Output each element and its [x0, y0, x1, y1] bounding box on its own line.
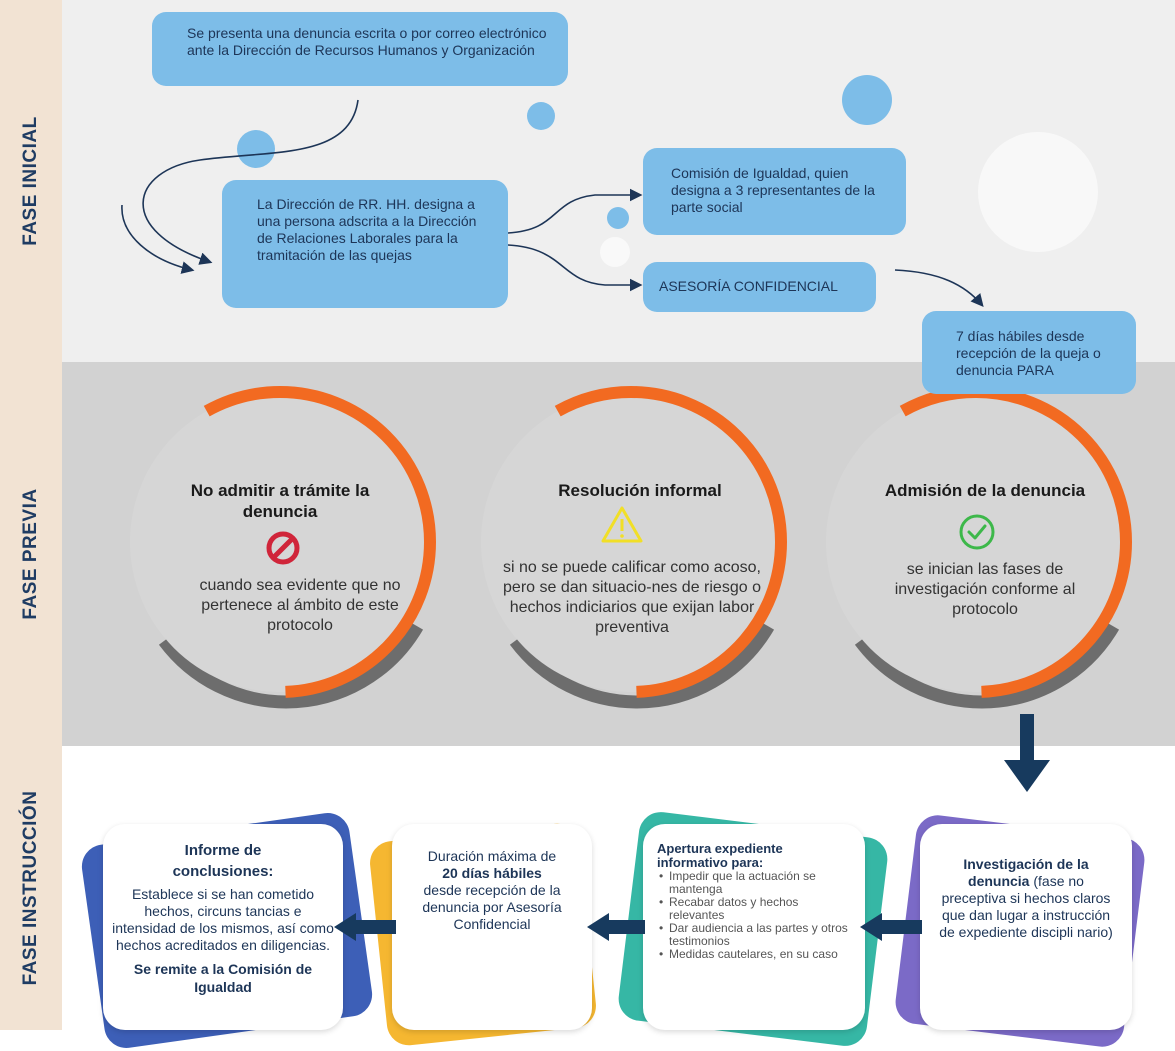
option-admision-desc: se inician las fases de investigación co…	[894, 561, 1076, 618]
connector-lines	[121, 99, 984, 307]
informe-body: Establece si se han cometido hechos, cir…	[112, 886, 334, 953]
asesoria-text: ASESORÍA CONFIDENCIAL	[659, 278, 838, 294]
fase-inicial-band: FASE INICIAL Se presenta una denuncia es…	[0, 0, 1175, 394]
investigacion-card: Investigación de la denuncia (fase no pr…	[920, 824, 1132, 1030]
down-arrow-icon	[1004, 714, 1050, 792]
decorative-dot	[600, 237, 630, 267]
option-resolucion-title: Resolución informal	[558, 481, 722, 500]
informe-footer: Se remite a la Comisión de Igualdad	[133, 961, 313, 995]
informe-title: Informe de conclusiones:	[172, 842, 274, 880]
apertura-list: Impedir que la actuación se mantenga Rec…	[657, 870, 855, 962]
comision-text: Comisión de Igualdad, quien designa a 3 …	[671, 165, 875, 215]
apertura-item: Impedir que la actuación se mantenga	[659, 870, 855, 896]
apertura-item: Medidas cautelares, en su caso	[659, 948, 855, 962]
designa-bubble: La Dirección de RR. HH. designa a una pe…	[222, 180, 508, 308]
option-resolucion-desc: si no se puede calificar como acoso, per…	[503, 559, 761, 636]
fase-inicial-label-box: FASE INICIAL	[0, 0, 62, 362]
investigacion-bold: Investigación de la denuncia	[963, 856, 1089, 889]
apertura-item: Recabar datos y hechos relevantes	[659, 896, 855, 922]
plazo-text: 7 días hábiles desde recepción de la que…	[956, 328, 1101, 378]
option-no-admitir-desc: cuando sea evidente que no pertenece al …	[199, 577, 401, 634]
plazo-bubble: 7 días hábiles desde recepción de la que…	[922, 311, 1136, 394]
option-admision-title: Admisión de la denuncia	[884, 481, 1086, 500]
left-arrow-icon	[860, 913, 922, 941]
left-arrow-icon	[334, 913, 396, 941]
fase-instruccion-band: FASE INSTRUCCIÓN Informe de conclusiones…	[0, 714, 1175, 1051]
duracion-card: Duración máxima de 20 días hábiles desde…	[392, 824, 592, 1030]
decorative-dot	[842, 75, 892, 125]
fase-instruccion-label: FASE INSTRUCCIÓN	[20, 790, 41, 986]
warning-icon	[601, 506, 643, 543]
apertura-title: Apertura expediente informativo para:	[657, 841, 783, 870]
decorative-dot	[978, 132, 1098, 252]
designa-text: La Dirección de RR. HH. designa a una pe…	[257, 196, 477, 263]
decorative-dot	[607, 207, 629, 229]
decorative-dot	[237, 130, 275, 168]
decorative-dot	[527, 102, 555, 130]
asesoria-bubble: ASESORÍA CONFIDENCIAL	[643, 262, 876, 312]
prohibited-icon	[266, 531, 300, 565]
option-no-admitir-title: No admitir a trámite la denuncia	[190, 481, 370, 521]
investigacion-rest: (fase no preceptiva si hechos claros que…	[939, 873, 1113, 940]
duracion-pre: Duración máxima de	[427, 848, 557, 864]
fase-previa-label-box: FASE PREVIA	[0, 362, 62, 746]
denuncia-bubble: Se presenta una denuncia escrita o por c…	[152, 12, 568, 86]
rings-graphic	[124, 386, 1141, 709]
duracion-bold: 20 días hábiles	[442, 865, 542, 881]
informe-card: Informe de conclusiones: Establece si se…	[103, 824, 343, 1030]
apertura-item: Dar audiencia a las partes y otros testi…	[659, 922, 855, 948]
fase-previa-band: FASE PREVIA No admitir a trámite la denu…	[0, 362, 1175, 746]
duracion-post: desde recepción de la denuncia por Aseso…	[422, 882, 562, 932]
denuncia-text: Se presenta una denuncia escrita o por c…	[187, 25, 547, 58]
fase-instruccion-label-box: FASE INSTRUCCIÓN	[0, 746, 62, 1030]
check-circle-icon	[959, 514, 995, 550]
left-arrow-icon	[587, 913, 645, 941]
comision-bubble: Comisión de Igualdad, quien designa a 3 …	[643, 148, 906, 235]
apertura-card: Apertura expediente informativo para: Im…	[643, 824, 865, 1030]
